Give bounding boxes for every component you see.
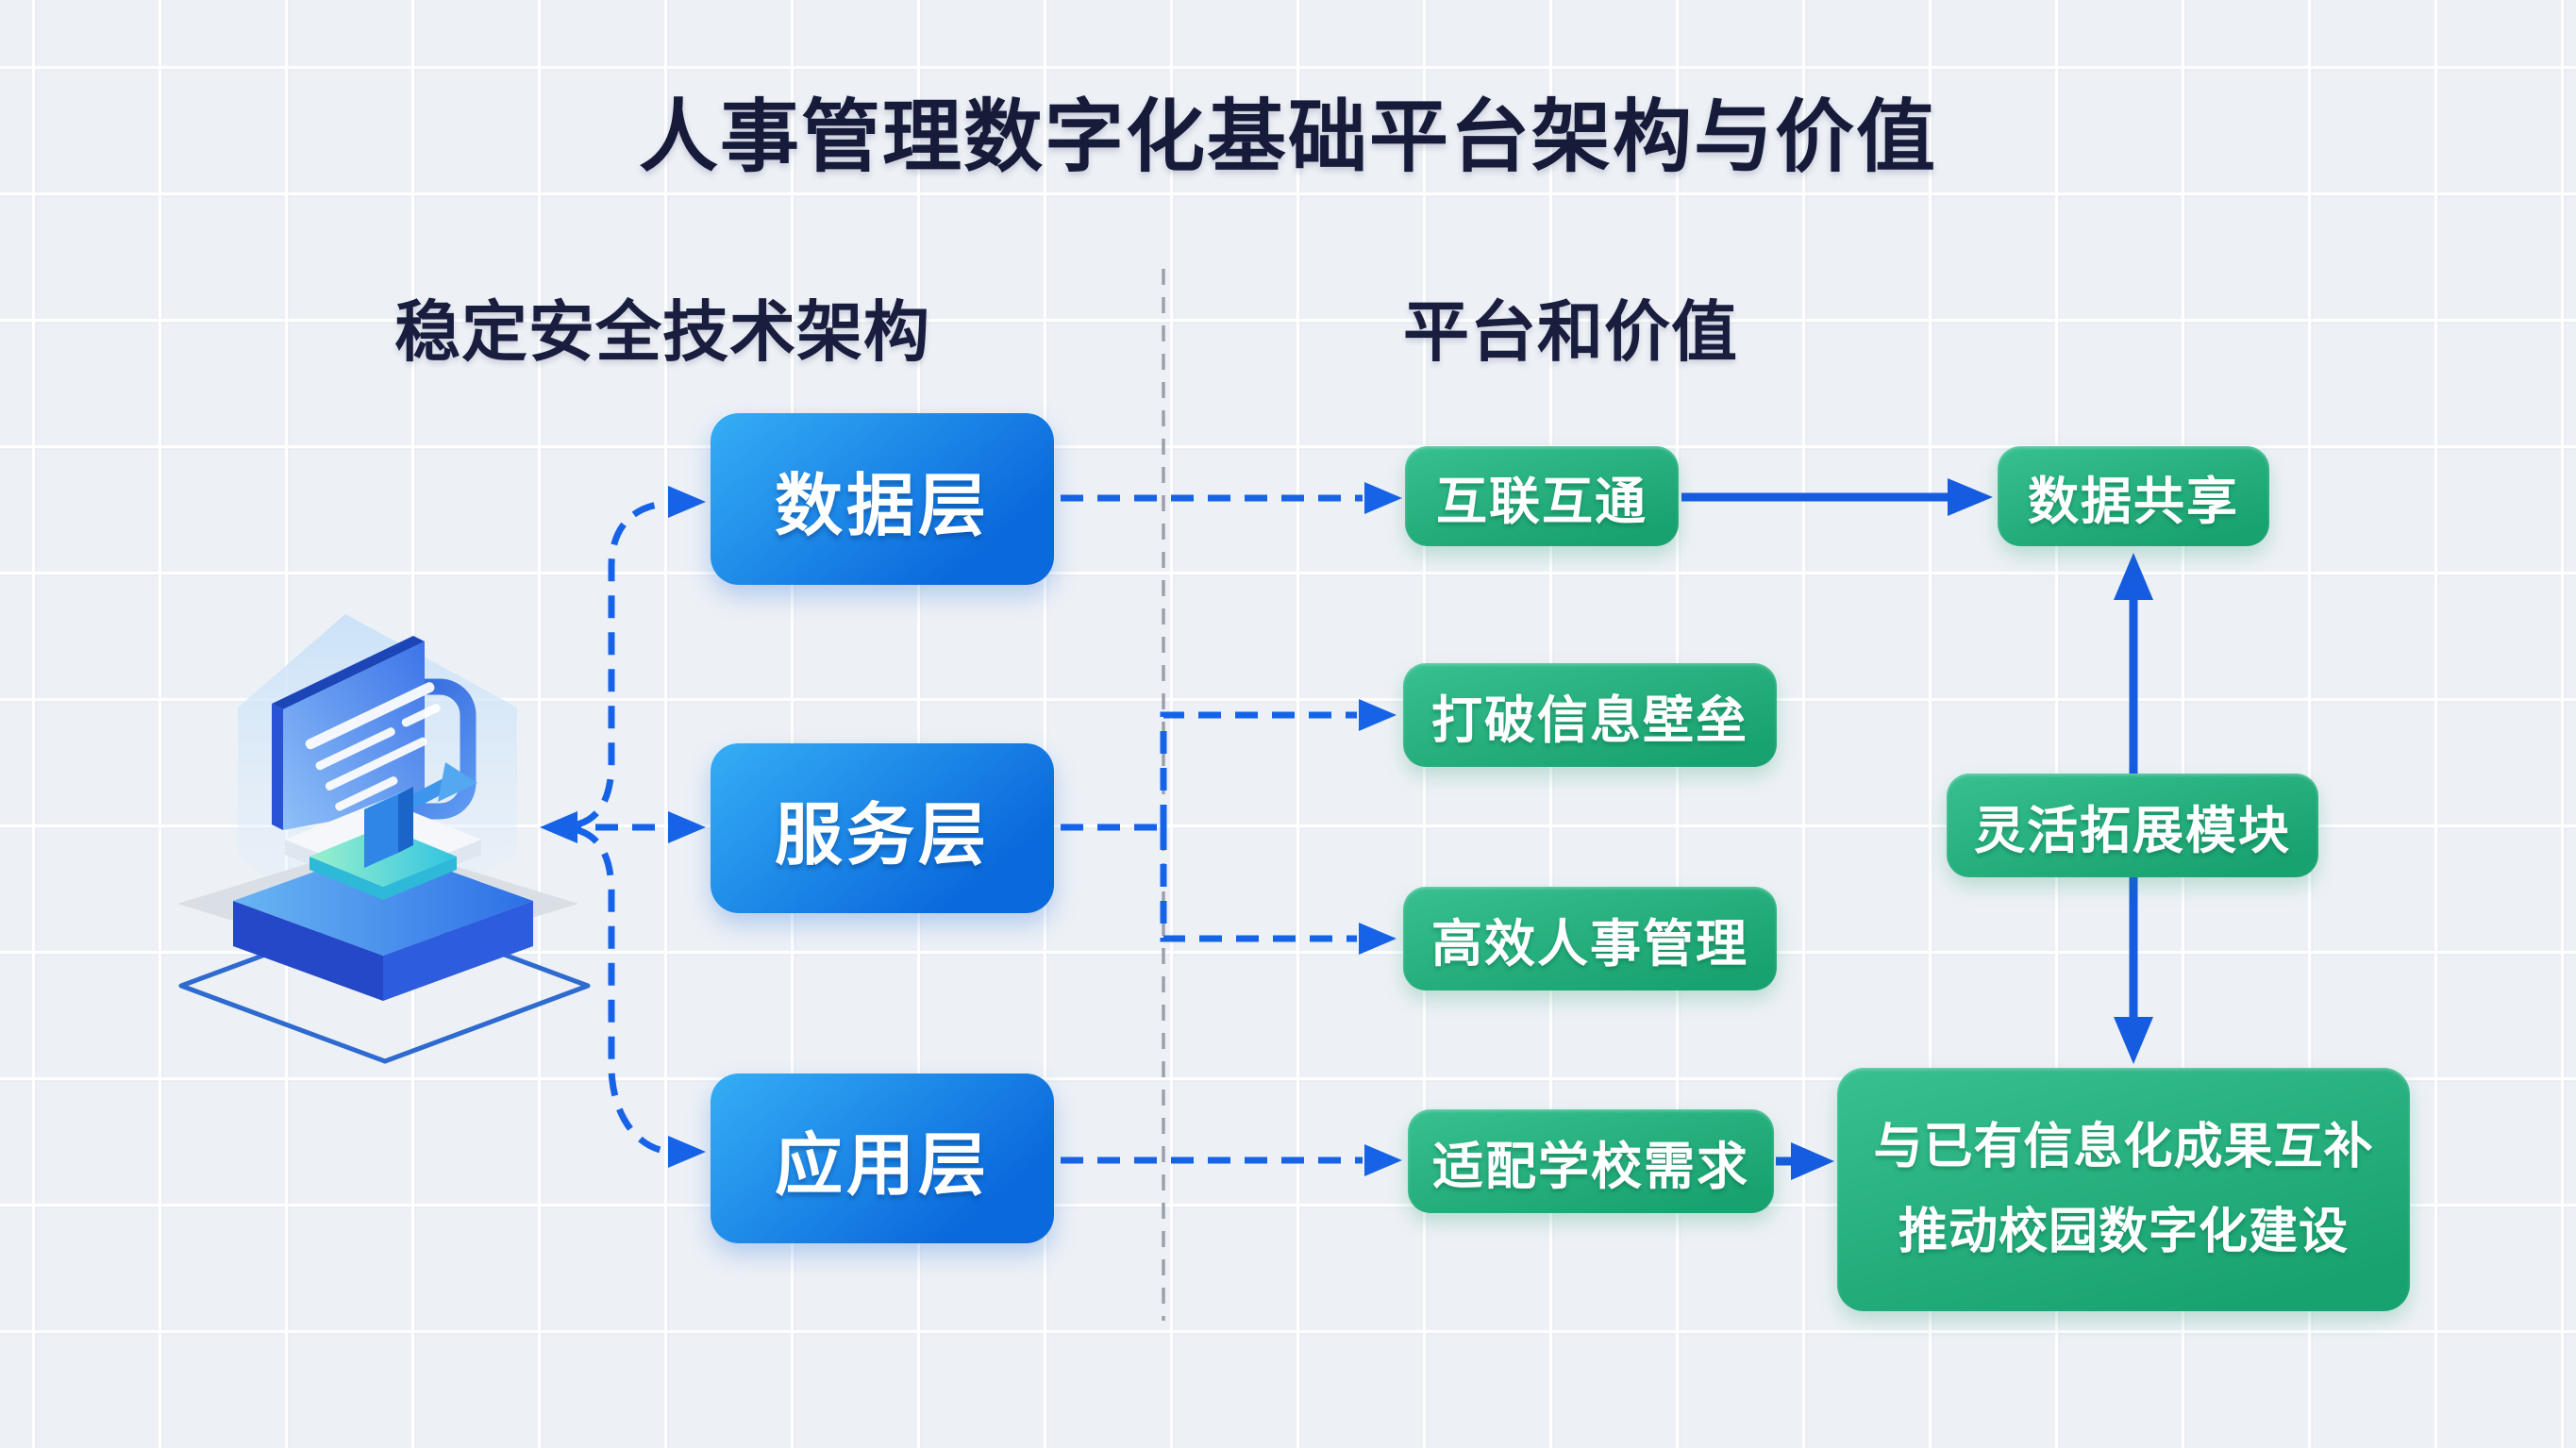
service-branch-arrowheads (1359, 699, 1397, 955)
value-box-complement: 与已有信息化成果互补 推动校园数字化建设 (1837, 1068, 2410, 1311)
complement-line-2: 推动校园数字化建设 (1898, 1205, 2349, 1259)
value-box-efficient-hr: 高效人事管理 (1403, 887, 1777, 990)
connector-flexmodules-to-datasharing (2114, 553, 2153, 775)
fork-arrowheads (540, 486, 706, 1168)
isometric-platform-illustration (177, 614, 591, 1064)
arrowhead-to-illustration (540, 811, 577, 843)
arrowhead-to-break-barriers (1359, 699, 1397, 731)
page-title: 人事管理数字化基础平台架构与价值 (638, 92, 1937, 181)
screen-text-lines (305, 682, 441, 811)
layer-box-service: 服务层 (711, 743, 1054, 913)
service-branch-upper (1160, 711, 1357, 827)
left-column-header: 稳定安全技术架构 (394, 295, 930, 369)
value-box-interconnect: 互联互通 (1405, 446, 1679, 546)
connector-datalayer-to-interconnect (1061, 482, 1402, 514)
arrow-cube (364, 762, 477, 868)
connector-interconnect-to-datasharing (1681, 478, 1993, 516)
arrowhead-to-data-layer (668, 486, 706, 518)
value-box-break-barriers: 打破信息壁垒 (1403, 663, 1777, 767)
layer-box-data: 数据层 (711, 413, 1054, 585)
wireframe-diamond (178, 907, 591, 1064)
connector-servicelayer-branch (1061, 711, 1357, 942)
connector-applayer-to-fitschool (1061, 1144, 1402, 1176)
layer-box-application: 应用层 (711, 1074, 1054, 1243)
screen-panel (272, 636, 441, 830)
fork-branch-up (576, 500, 665, 828)
connector-fitschool-to-complement (1776, 1142, 1834, 1180)
arrowhead-to-application-layer (668, 1136, 706, 1168)
right-column-header: 平台和价值 (1403, 295, 1738, 369)
connector-flexmodules-to-complement (2114, 875, 2153, 1064)
value-box-flexible-modules: 灵活拓展模块 (1947, 774, 2318, 877)
platform-base (233, 847, 533, 1001)
value-box-fit-school-needs: 适配学校需求 (1408, 1109, 1774, 1213)
value-box-data-sharing: 数据共享 (1998, 446, 2269, 546)
service-branch-lower (1160, 827, 1357, 942)
arrowhead-to-service-layer (668, 811, 706, 843)
arrowhead-to-efficient-hr (1359, 923, 1397, 955)
complement-line-1: 与已有信息化成果互补 (1873, 1120, 2374, 1174)
